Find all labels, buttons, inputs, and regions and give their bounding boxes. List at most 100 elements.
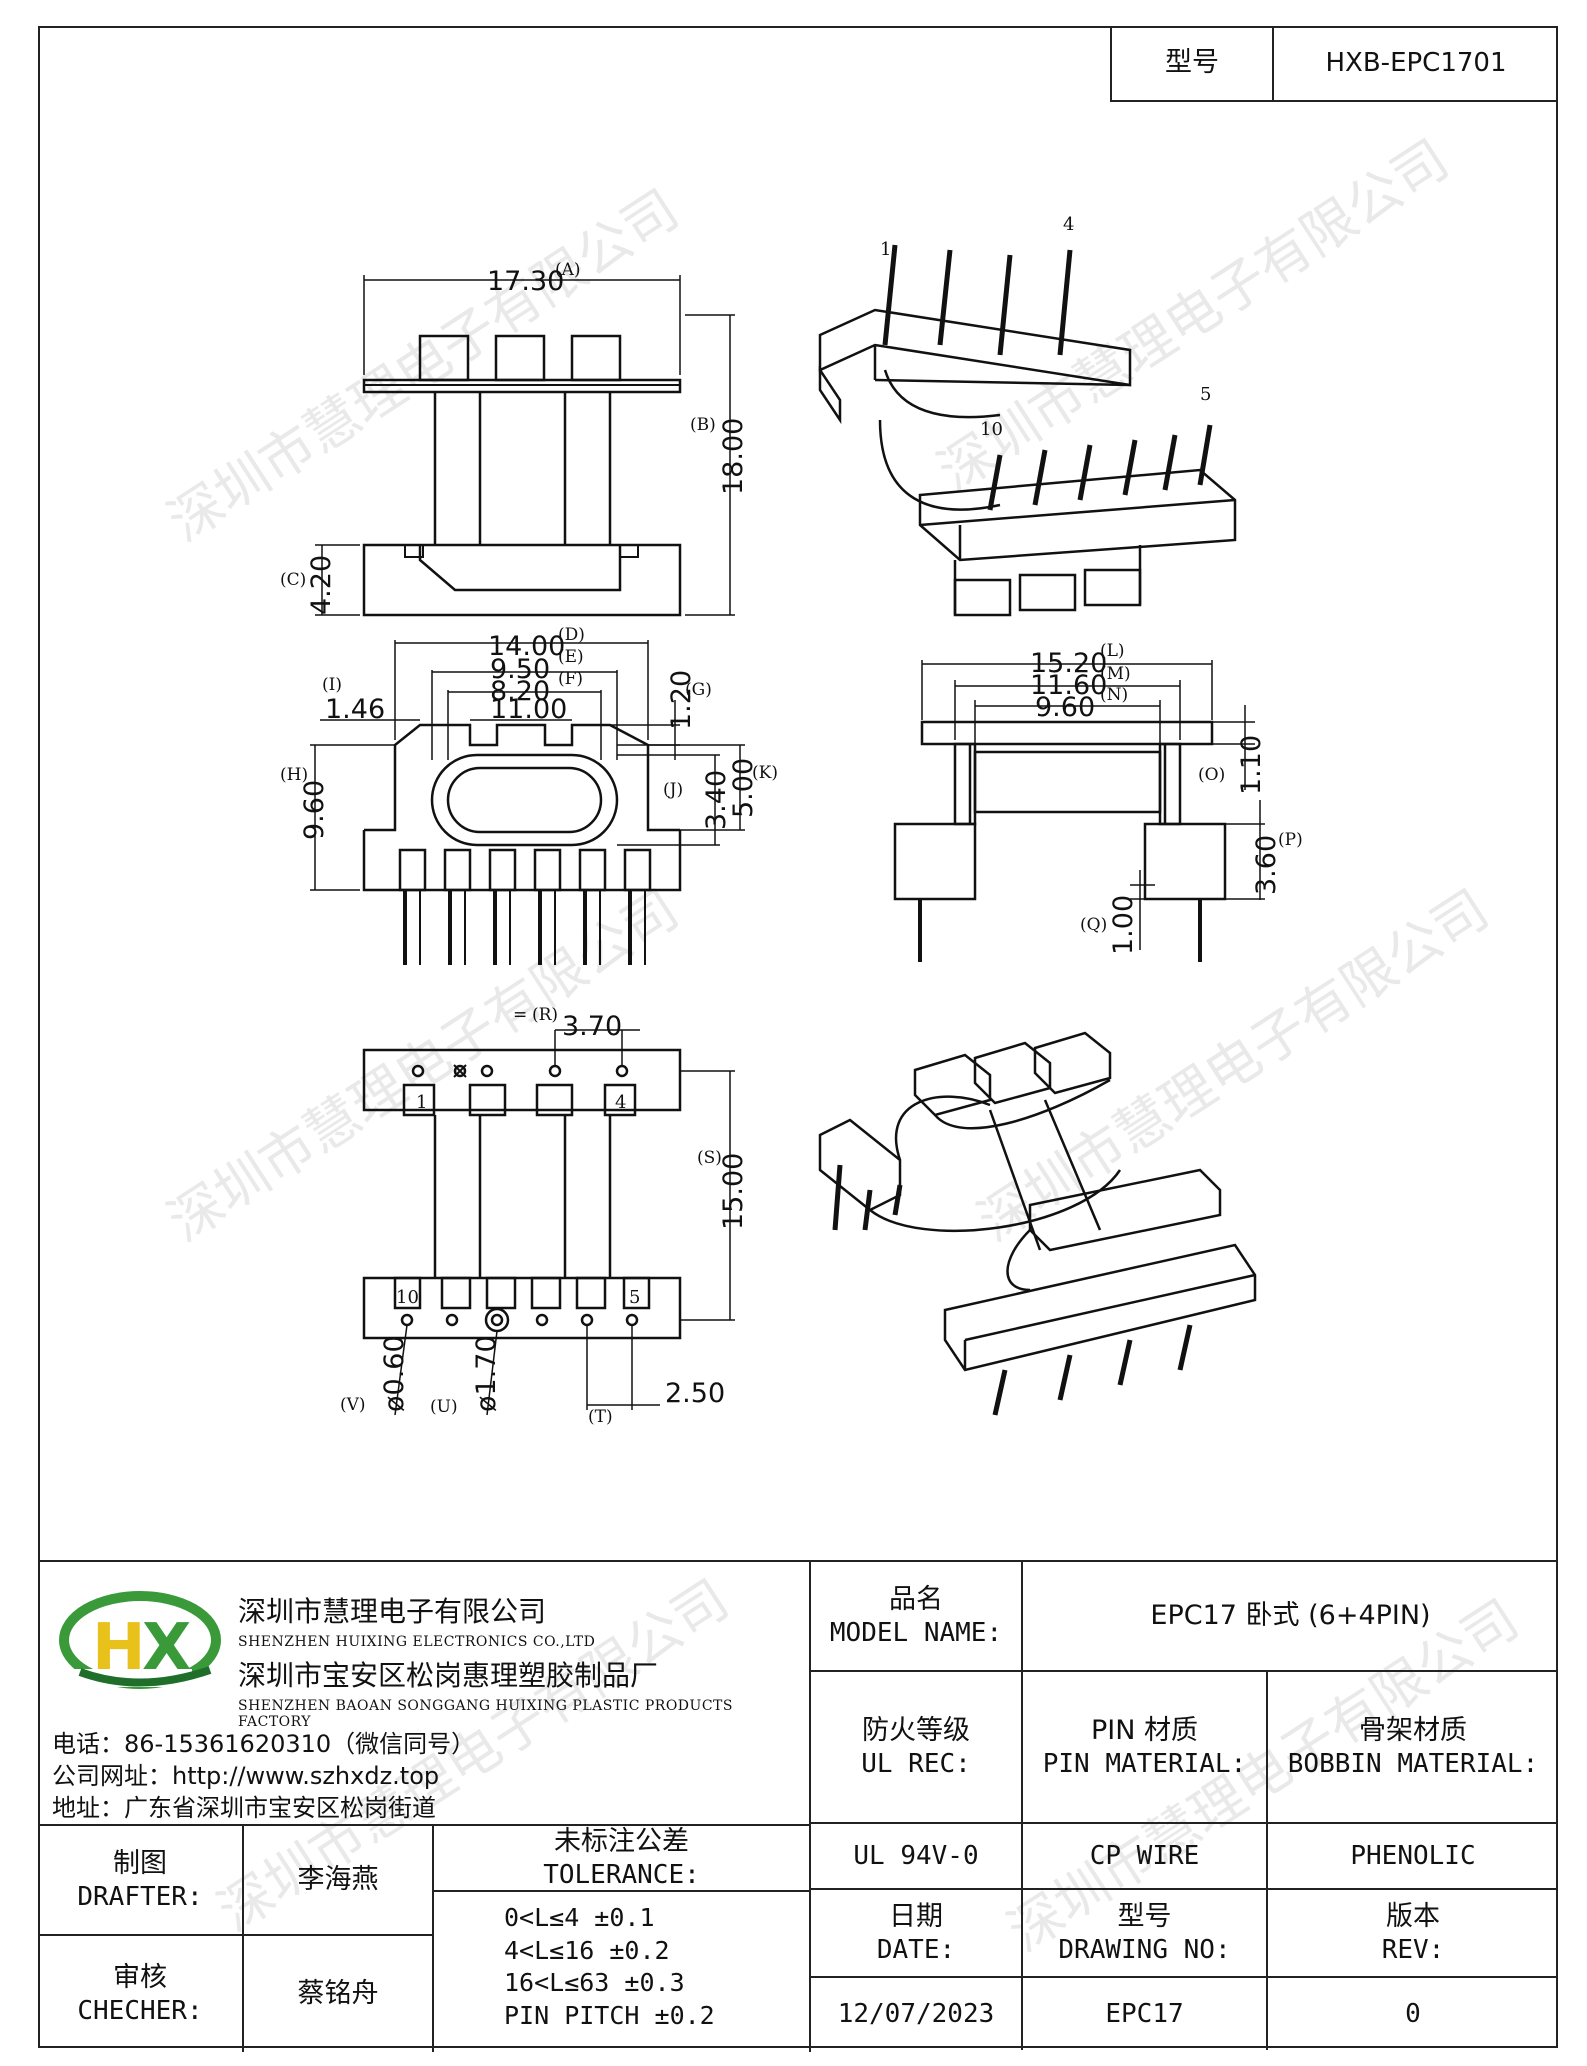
header-model-value: HXB-EPC1701 <box>1325 47 1507 78</box>
header-model-label: 型号 <box>1112 26 1274 100</box>
tolerance-cn: 未标注公差 <box>554 1825 689 1857</box>
drawing-sheet <box>38 26 1558 2048</box>
isometric-view-bottom <box>818 1031 1257 1416</box>
dim-j-value: 3.40 <box>701 770 732 830</box>
dim-t-tag: (T) <box>588 1407 613 1427</box>
drafter-label: 制图 DRAFTER: <box>38 1826 244 1936</box>
checker-label: 审核 CHECHER: <box>38 1936 244 2052</box>
dim-g-value: 1.20 <box>666 670 697 730</box>
dim-slot-value: 11.00 <box>490 694 567 725</box>
dim-m-tag: (M) <box>1100 664 1131 684</box>
date-value: 12/07/2023 <box>811 1978 1023 2050</box>
company-address: 地址：广东省深圳市宝安区松岗街道 <box>52 1794 436 1822</box>
top-view <box>315 275 735 617</box>
checker-cn: 审核 <box>113 1961 167 1993</box>
tolerance-line: 0<L≤4 ±0.1 <box>504 1903 655 1932</box>
dim-q-tag: (Q) <box>1080 915 1107 935</box>
dim-j-tag: (J) <box>663 780 683 800</box>
factory-name-en: SHENZHEN BAOAN SONGGANG HUIXING PLASTIC … <box>238 1698 733 1730</box>
drawing-no-value: EPC17 <box>1023 1978 1268 2050</box>
ul-value: UL 94V-0 <box>811 1824 1023 1890</box>
drafter-en: DRAFTER: <box>77 1881 203 1912</box>
dim-v-tag: (V) <box>340 1395 366 1415</box>
drawing-no-label: 型号 DRAWING NO: <box>1023 1890 1268 1978</box>
signature-panel: 制图 DRAFTER: 李海燕 审核 CHECHER: 蔡铭舟 未标注公差 TO… <box>38 1824 811 2052</box>
rev-en: REV: <box>1381 1934 1445 1965</box>
dim-o-value: 1.10 <box>1236 735 1267 795</box>
dim-u-tag: (U) <box>430 1397 458 1417</box>
front-view <box>310 640 745 965</box>
pin-material-value: CP WIRE <box>1023 1824 1268 1890</box>
dim-k-value: 5.00 <box>728 758 759 818</box>
model-name-label: 品名 MODEL NAME: <box>811 1562 1023 1672</box>
tolerance-en: TOLERANCE: <box>543 1859 700 1890</box>
tolerance-line: PIN PITCH ±0.2 <box>504 2000 715 2030</box>
drawing-no-en: DRAWING NO: <box>1058 1934 1231 1965</box>
dim-r-tag: (R) <box>532 1005 558 1025</box>
tolerance-list: 0<L≤4 ±0.1 4<L≤16 ±0.2 16<L≤63 ±0.3 PIN … <box>504 1902 715 2032</box>
date-cn: 日期 <box>889 1900 943 1932</box>
company-panel: H X 深圳市慧理电子有限公司 SHENZHEN HUIXING ELECTRO… <box>38 1562 811 1824</box>
bobbin-material-label: 骨架材质 BOBBIN MATERIAL: <box>1268 1672 1558 1824</box>
isometric-view-top <box>818 244 1237 617</box>
factory-name-cn: 深圳市宝安区松岗惠理塑胶制品厂 <box>238 1659 659 1692</box>
dim-t-value: 2.50 <box>665 1378 725 1409</box>
pin-label-10-bottom: 10 <box>396 1287 419 1308</box>
rev-value: 0 <box>1405 1998 1421 2029</box>
dim-k-tag: (K) <box>752 763 778 783</box>
dim-r-value: 3.70 <box>562 1011 622 1042</box>
dim-o-tag: (O) <box>1198 765 1225 785</box>
dim-c-tag: (C) <box>280 570 306 590</box>
tolerance-line: 4<L≤16 ±0.2 <box>504 1935 670 1965</box>
rev-label: 版本 REV: <box>1268 1890 1558 1978</box>
pin-label-1-bottom: 1 <box>416 1092 427 1113</box>
pin-material-en: PIN MATERIAL: <box>1042 1748 1247 1779</box>
ul-cn: 防火等级 <box>862 1714 970 1746</box>
pin-material-label: PIN 材质 PIN MATERIAL: <box>1023 1672 1268 1824</box>
ul-label: 防火等级 UL REC: <box>811 1672 1023 1824</box>
dim-d-tag: (D) <box>558 625 585 645</box>
bottom-view <box>362 1029 735 1416</box>
dim-a-value: 17.30 <box>487 266 564 297</box>
bobbin-material-cn: 骨架材质 <box>1359 1714 1467 1746</box>
logo-h: H <box>92 1611 146 1685</box>
dim-i-tag: (I) <box>322 675 342 695</box>
dim-i-value: 1.46 <box>325 694 385 725</box>
model-name-cn: 品名 <box>889 1583 943 1615</box>
tolerance-label: 未标注公差 TOLERANCE: <box>434 1826 811 1892</box>
dim-g-tag: (G) <box>685 680 712 700</box>
dim-b-value: 18.00 <box>718 418 749 495</box>
drafter-cn: 制图 <box>113 1847 167 1879</box>
tolerance-line: 16<L≤63 ±0.3 <box>504 1968 685 1997</box>
dim-f-value: 8.20 <box>490 676 550 707</box>
dim-e-value: 9.50 <box>490 654 550 685</box>
date-en: DATE: <box>876 1934 956 1965</box>
company-website[interactable]: 公司网址：http://www.szhxdz.top <box>52 1762 440 1790</box>
dim-s-value: 15.00 <box>718 1153 749 1230</box>
dim-p-value: 3.60 <box>1251 835 1282 895</box>
bobbin-material-en: BOBBIN MATERIAL: <box>1287 1748 1539 1779</box>
side-view <box>893 660 1265 962</box>
logo-x: X <box>142 1611 191 1685</box>
model-name-value: EPC17 卧式 (6+4PIN) <box>1023 1562 1558 1672</box>
dim-h-tag: (H) <box>280 765 308 785</box>
company-name-en: SHENZHEN HUIXING ELECTRONICS CO.,LTD <box>238 1634 596 1650</box>
dim-r-mark: = <box>513 1005 527 1025</box>
drawing-no-cn: 型号 <box>1117 1900 1172 1932</box>
dim-h-value: 9.60 <box>299 780 330 840</box>
dim-a-tag: (A) <box>555 260 581 280</box>
dim-s-tag: (S) <box>697 1148 722 1168</box>
dim-v-value: ø0.60 <box>379 1335 410 1412</box>
company-phone: 电话：86-15361620310（微信同号） <box>52 1730 476 1758</box>
bobbin-material-value: PHENOLIC <box>1268 1824 1558 1890</box>
dim-n-value: 9.60 <box>1035 692 1095 723</box>
company-name-cn: 深圳市慧理电子有限公司 <box>238 1595 547 1628</box>
pin-label-5-bottom: 5 <box>629 1287 640 1308</box>
dim-b-tag: (B) <box>690 415 716 435</box>
dim-l-value: 15.20 <box>1030 648 1107 679</box>
technical-drawing: 17.30 (A) (B) 18.00 (C) 4.20 1 4 5 10 <box>280 214 1303 1427</box>
dim-l-tag: (L) <box>1100 641 1125 661</box>
dim-c-value: 4.20 <box>306 555 337 615</box>
dim-q-value: 1.00 <box>1108 895 1139 955</box>
title-block: H X 深圳市慧理电子有限公司 SHENZHEN HUIXING ELECTRO… <box>38 1560 1558 2052</box>
